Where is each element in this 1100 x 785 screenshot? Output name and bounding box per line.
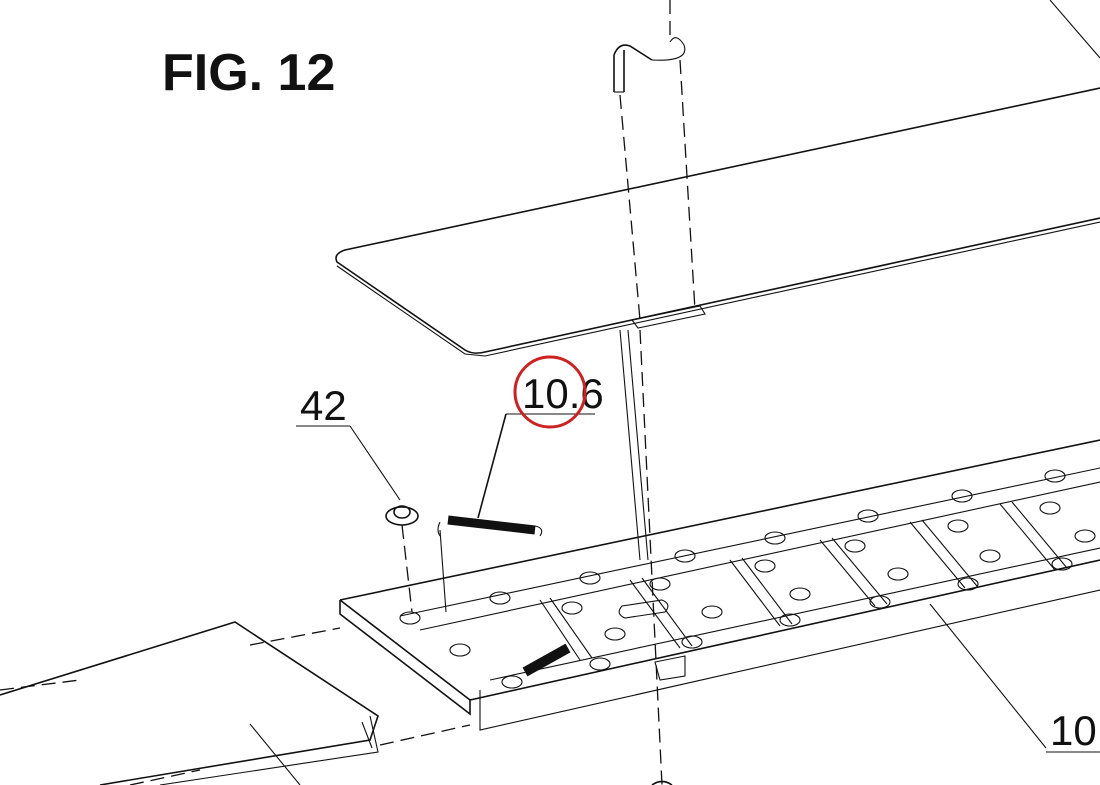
leader-line-top-right [1049,0,1100,59]
rod-bottom-end [651,780,673,785]
figure-title: FIG. 12 [162,44,335,102]
callout-10: 10 [929,603,1100,754]
callout-42: 42 [296,382,401,501]
assembly-axis-lower [639,329,663,785]
assembly-axis-right [679,59,696,311]
highlight-circle [513,355,587,429]
ramp-plate [0,621,471,785]
label-10-6: 10.6 [522,370,604,417]
guide-rod [619,329,649,561]
label-42: 42 [300,382,347,429]
callout-10-6: 10.6 [477,370,604,519]
pin-fastener [613,37,686,93]
ball-fastener [385,505,419,613]
top-cover-plate [335,87,1100,357]
label-10: 10 [1050,707,1097,754]
lower-frame [339,439,1100,731]
tension-spring [437,515,543,613]
assembly-axis-left [619,94,641,321]
